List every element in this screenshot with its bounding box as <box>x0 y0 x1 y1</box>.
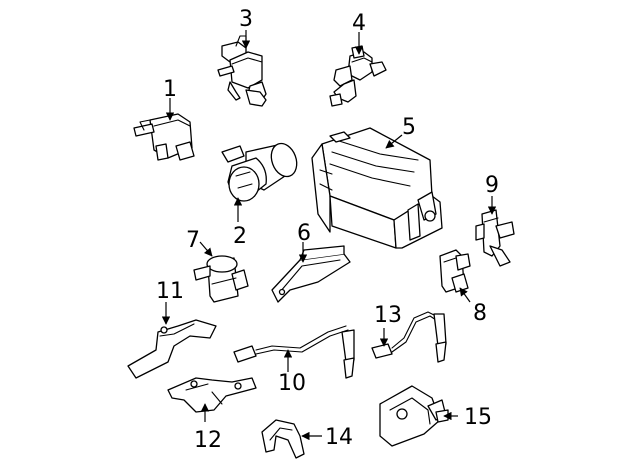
part-8-pressure-sensor[interactable] <box>439 249 471 293</box>
part-14-bracket[interactable] <box>261 419 305 459</box>
callout-9: 9 <box>485 173 499 198</box>
part-5-evap-canister[interactable] <box>311 127 443 249</box>
callout-4: 4 <box>352 11 366 36</box>
callout-13: 13 <box>374 303 402 328</box>
part-13-oxygen-sensor[interactable] <box>371 311 447 363</box>
callout-8: 8 <box>473 301 487 326</box>
callout-7: 7 <box>186 228 200 253</box>
callout-6: 6 <box>297 221 311 246</box>
part-4-solenoid-valve[interactable] <box>329 45 387 107</box>
part-11-bracket[interactable] <box>127 319 217 379</box>
callout-10: 10 <box>278 371 306 396</box>
callout-1: 1 <box>163 77 177 102</box>
part-6-bracket[interactable] <box>271 245 351 303</box>
callout-2: 2 <box>233 224 247 249</box>
callout-5: 5 <box>402 115 416 140</box>
part-15-bracket[interactable] <box>379 385 449 447</box>
part-7-purge-solenoid[interactable] <box>193 255 249 303</box>
part-9-check-valve[interactable] <box>475 209 515 267</box>
part-12-bracket[interactable] <box>167 377 257 413</box>
callout-3: 3 <box>239 7 253 32</box>
callout-11: 11 <box>156 279 184 304</box>
callout-14: 14 <box>325 425 353 450</box>
callout-12: 12 <box>194 428 222 453</box>
part-2-purge-motor[interactable] <box>221 140 301 202</box>
callout-15: 15 <box>464 405 492 430</box>
callout-labels: 1 2 3 4 5 6 7 8 9 10 11 12 13 14 15 <box>156 7 499 453</box>
part-10-oxygen-sensor[interactable] <box>233 325 355 379</box>
leader-lines <box>161 30 497 441</box>
part-3-solenoid-valve[interactable] <box>217 35 267 107</box>
part-1-vacuum-switch[interactable] <box>133 113 195 161</box>
